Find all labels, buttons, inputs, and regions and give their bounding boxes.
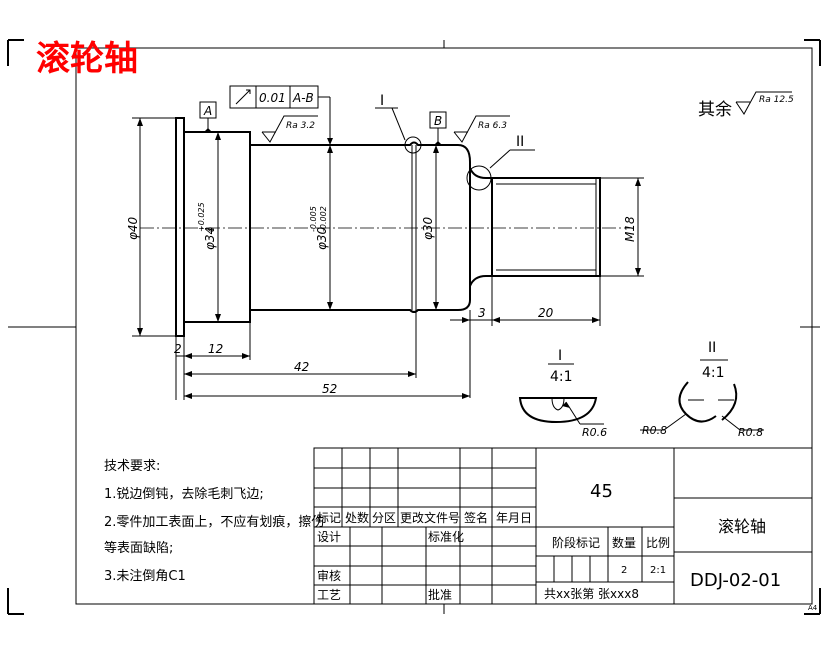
tolerance-datum: A-B — [292, 91, 314, 105]
dim-3: 3 — [478, 306, 486, 320]
dim-d34-tol-lower: 0 — [207, 227, 216, 232]
dim-d30a-tol-lower: -0.002 — [319, 206, 328, 232]
detail-label-two: II — [516, 134, 524, 150]
datum-a: A — [199, 101, 217, 132]
roughness-general: 其余 Ra 12.5 — [698, 91, 794, 120]
technical-requirements: 技术要求: 1.锐边倒钝，去除毛刺飞边; 2.零件加工表面上，不应有划痕，擦伤 … — [104, 459, 324, 584]
roughness-right: Ra 6.3 — [453, 115, 510, 143]
svg-text:4:1: 4:1 — [702, 365, 725, 381]
svg-text:Ra 6.3: Ra 6.3 — [478, 121, 507, 131]
datum-b: B — [429, 111, 447, 145]
svg-text:II: II — [708, 340, 716, 356]
tb-stage-mark: 阶段标记 — [552, 535, 600, 550]
tb-drawing-no: DDJ-02-01 — [690, 570, 781, 591]
svg-text:R0.8: R0.8 — [738, 426, 763, 439]
tb-process: 工艺 — [317, 588, 341, 602]
dim-42: 42 — [294, 360, 309, 374]
dim-12: 12 — [208, 342, 223, 356]
svg-text:Ra 3.2: Ra 3.2 — [286, 121, 315, 131]
dim-d30b: φ30 — [421, 216, 435, 240]
tb-signature: 签名 — [464, 510, 488, 525]
centering-marks — [8, 40, 820, 614]
detail-circle-two — [466, 165, 492, 191]
dim-20: 20 — [538, 306, 554, 320]
dimension-arrows — [137, 118, 641, 399]
detail-view-one: I 4:1 R0.6 — [518, 348, 607, 439]
tb-part-name: 滚轮轴 — [718, 517, 766, 536]
dim-m18: M18 — [623, 216, 637, 242]
sheet-size-mark: A4 — [808, 604, 818, 612]
tb-date: 年月日 — [496, 511, 532, 525]
detail-view-two: II 4:1 R0.8 R0.8 — [640, 340, 764, 439]
tech-item-3: 等表面缺陷; — [104, 540, 173, 556]
title-block: 标记 处数 分区 更改文件号 签名 年月日 设计 标准化 审核 工艺 批准 45… — [313, 447, 813, 605]
dim-d30a: φ30 — [315, 226, 329, 250]
dim-52: 52 — [322, 382, 337, 396]
sheet-corner-marks — [7, 39, 821, 615]
detail-label-one: I — [380, 93, 384, 109]
tb-approve: 批准 — [428, 587, 452, 602]
svg-text:R0.6: R0.6 — [582, 426, 607, 439]
roughness-left: Ra 3.2 — [261, 115, 318, 143]
tech-item-2: 2.零件加工表面上，不应有划痕，擦伤 — [104, 514, 324, 530]
tb-material: 45 — [590, 481, 613, 502]
tb-design: 设计 — [317, 530, 341, 544]
tb-weight-value: 2 — [621, 565, 627, 576]
shaft-outline — [140, 117, 630, 337]
drawing-title-red: 滚轮轴 — [36, 39, 138, 79]
dim-2: 2 — [174, 342, 182, 356]
tb-weight: 数量 — [612, 535, 636, 550]
detail-circle-one — [404, 136, 422, 154]
tb-zone: 分区 — [372, 511, 396, 525]
geometric-tolerance-frame: 0.01 A-B — [229, 85, 333, 145]
dim-d40: φ40 — [126, 216, 140, 240]
svg-text:4:1: 4:1 — [550, 369, 573, 385]
svg-text:B: B — [434, 114, 442, 128]
tb-sheets: 共xx张第 张xxx8 — [544, 587, 639, 601]
tb-standardize: 标准化 — [428, 530, 464, 544]
tb-scale: 比例 — [646, 536, 670, 550]
dim-d30a-tol-upper: -0.005 — [309, 206, 318, 232]
tolerance-value: 0.01 — [259, 91, 286, 105]
dim-d34-tol-upper: +0.025 — [197, 202, 206, 232]
svg-text:Ra 12.5: Ra 12.5 — [759, 95, 794, 105]
tech-heading: 技术要求: — [104, 459, 160, 474]
svg-text:R0.8: R0.8 — [642, 424, 667, 437]
svg-text:其余: 其余 — [698, 100, 732, 120]
tb-review: 审核 — [317, 568, 341, 583]
tb-count: 处数 — [345, 510, 369, 525]
dim-d34: φ34 — [203, 227, 217, 250]
tb-mark: 标记 — [317, 511, 341, 525]
tech-item-1: 1.锐边倒钝，去除毛刺飞边; — [104, 487, 264, 502]
tb-change-doc: 更改文件号 — [400, 510, 460, 525]
tech-item-4: 3.未注倒角C1 — [104, 569, 186, 584]
dimension-lines — [132, 117, 644, 400]
svg-text:A: A — [203, 104, 212, 118]
tb-scale-value: 2:1 — [650, 565, 666, 576]
svg-text:I: I — [558, 348, 562, 364]
